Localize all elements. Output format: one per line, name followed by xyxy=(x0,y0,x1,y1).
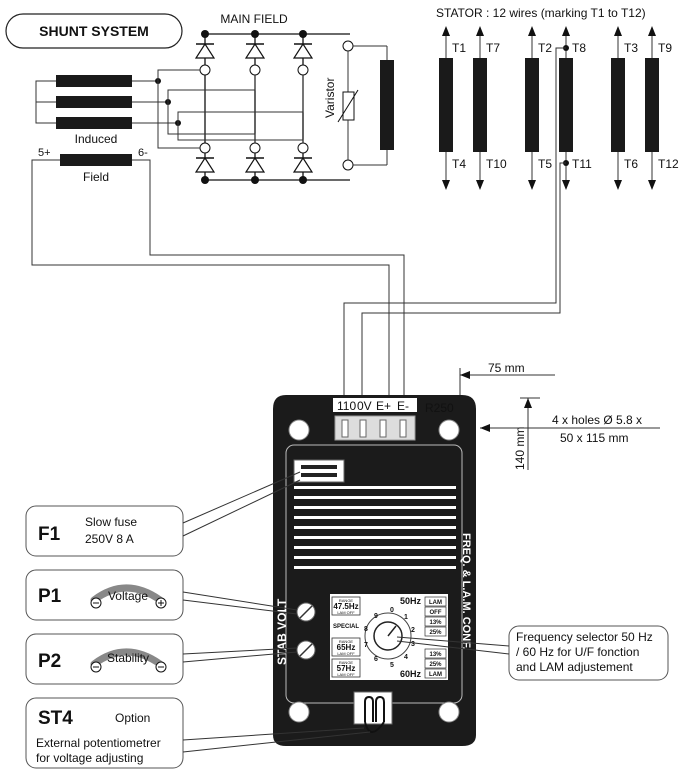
terminal-t7: T7 xyxy=(486,41,500,55)
terminal-t11: T11 xyxy=(572,157,592,171)
diode-bottom-3 xyxy=(292,156,314,173)
callout-p2: P2 Stability xyxy=(25,633,298,685)
preset-1-value: 47.5Hz xyxy=(333,602,358,611)
preset-3-tag: LAM OFF xyxy=(337,651,355,656)
f1-line2: 250V 8 A xyxy=(85,532,134,546)
f1-line1: Slow fuse xyxy=(85,515,137,529)
terminal-t9: T9 xyxy=(658,41,672,55)
dial-5: 5 xyxy=(390,662,394,669)
freq-line3: and LAM adjustement xyxy=(516,660,633,674)
terminal-t1: T1 xyxy=(452,41,466,55)
exciter-field: 5+ 6- Field xyxy=(31,147,405,398)
main-field-coil xyxy=(353,45,394,166)
r250-regulator: 110 0V E+ E- R250 FREQ. & L.A.M. CONF. S… xyxy=(273,395,476,746)
f1-code: F1 xyxy=(38,524,61,545)
preset-3-small: RANGE xyxy=(339,639,354,644)
main-field-label: MAIN FIELD xyxy=(220,12,288,26)
preset-2-value: SPECIAL xyxy=(333,624,359,630)
model-label: R250 xyxy=(425,401,454,415)
dimension-annotations: 75 mm 140 mm 4 x holes Ø 5.8 x 50 x 115 … xyxy=(459,361,660,470)
field-label: Field xyxy=(83,170,109,184)
lam-13-top: 13% xyxy=(429,620,442,626)
preset-3-value: 65Hz xyxy=(337,643,356,652)
dial-7: 7 xyxy=(364,642,368,649)
lam-label-bottom: LAM xyxy=(429,672,442,678)
dial-8: 8 xyxy=(364,626,368,633)
terminal-e-minus: E- xyxy=(397,399,409,413)
field-plus-label: 5+ xyxy=(38,147,51,159)
stator-windings: T1 T7 T2 T8 T3 T9 T4 T10 T5 T11 T6 T12 xyxy=(439,26,679,190)
terminal-t5: T5 xyxy=(538,157,552,171)
system-label: SHUNT SYSTEM xyxy=(39,23,149,39)
dim-holes-spacing: 50 x 115 mm xyxy=(560,431,628,445)
dim-holes: 4 x holes Ø 5.8 x xyxy=(552,413,642,427)
terminal-t3: T3 xyxy=(624,41,638,55)
dim-140mm: 140 mm xyxy=(513,427,527,470)
lam-25-bottom: 25% xyxy=(429,662,442,668)
dial-0: 0 xyxy=(390,607,394,614)
diode-bottom-2 xyxy=(244,156,266,173)
terminal-t6: T6 xyxy=(624,157,638,171)
st4-line2: for voltage adjusting xyxy=(36,751,143,765)
p1-label: Voltage xyxy=(108,589,148,603)
terminal-110: 110 xyxy=(337,399,356,413)
freq-line2: / 60 Hz for U/F fonction xyxy=(516,645,639,659)
terminal-e-plus: E+ xyxy=(376,399,391,413)
varistor-label: Varistor xyxy=(323,78,337,118)
st4-option: Option xyxy=(115,711,150,725)
freq-line1: Frequency selector 50 Hz xyxy=(516,630,653,644)
preset-4-small: RANGE xyxy=(339,660,354,665)
freq-50hz: 50Hz xyxy=(400,596,422,606)
sense-wire-0v xyxy=(361,162,566,398)
st4-code: ST4 xyxy=(38,708,73,729)
p2-label: Stability xyxy=(107,651,149,665)
stator-label: STATOR : 12 wires (marking T1 to T12) xyxy=(436,6,646,20)
preset-4-tag: LAM OFF xyxy=(337,672,355,677)
diode-top-2 xyxy=(244,42,266,59)
dial-1: 1 xyxy=(404,614,408,621)
freq-lam-conf-label: FREQ. & L.A.M. CONF. xyxy=(460,533,472,650)
dial-4: 4 xyxy=(404,654,408,661)
lam-13-bottom: 13% xyxy=(429,652,442,658)
callout-f1: F1 Slow fuse 250V 8 A xyxy=(25,471,301,557)
varistor: Varistor xyxy=(323,51,359,160)
field-minus-label: 6- xyxy=(138,147,148,159)
system-label-frame xyxy=(5,13,183,49)
lam-label-top: LAM xyxy=(429,600,442,606)
diode-bottom-1 xyxy=(194,156,216,173)
lam-off: OFF xyxy=(430,610,442,616)
induced-label: Induced xyxy=(75,132,118,146)
terminal-t4: T4 xyxy=(452,157,466,171)
dial-9: 9 xyxy=(374,613,378,620)
terminal-t10: T10 xyxy=(486,157,507,171)
preset-1-tag: LAM OFF xyxy=(337,610,355,615)
terminal-t8: T8 xyxy=(572,41,586,55)
diode-top-3 xyxy=(292,42,314,59)
dial-3: 3 xyxy=(411,641,415,648)
heat-sink xyxy=(294,486,456,569)
sense-wire-110 xyxy=(343,47,566,398)
callout-frequency: Frequency selector 50 Hz / 60 Hz for U/F… xyxy=(396,625,669,681)
callout-p1: P1 Voltage xyxy=(25,569,298,621)
p2-code: P2 xyxy=(38,651,61,672)
freq-60hz: 60Hz xyxy=(400,669,422,679)
lam-25-top: 25% xyxy=(429,630,442,636)
diode-top-1 xyxy=(194,42,216,59)
preset-1-small: RANGE xyxy=(339,598,354,603)
st4-line1: External potentiometrer xyxy=(36,736,161,750)
terminal-t12: T12 xyxy=(658,157,679,171)
dial-6: 6 xyxy=(374,656,378,663)
induced-coils: Induced xyxy=(35,69,304,149)
p1-code: P1 xyxy=(38,586,62,607)
preset-4-value: 57Hz xyxy=(337,664,356,673)
diode-bridge xyxy=(194,30,354,184)
dial-2: 2 xyxy=(411,627,415,634)
terminal-t2: T2 xyxy=(538,41,552,55)
terminal-0v: 0V xyxy=(357,399,372,413)
callout-st4: ST4 Option External potentiometrer for v… xyxy=(25,697,371,769)
dim-75mm: 75 mm xyxy=(488,361,525,375)
